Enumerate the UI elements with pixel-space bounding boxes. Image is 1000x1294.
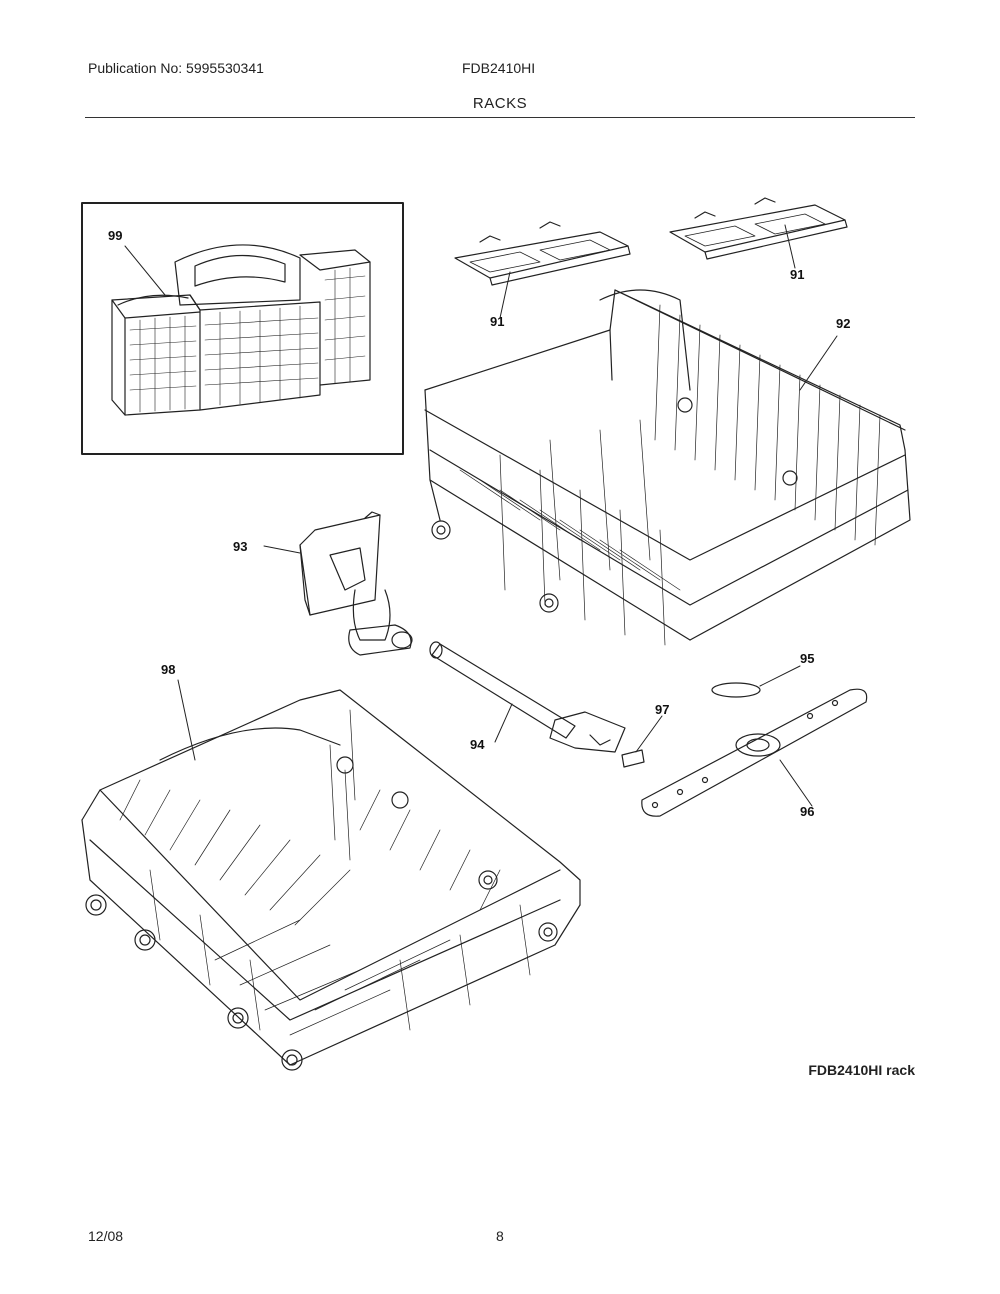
header-divider bbox=[85, 117, 915, 118]
leader-93 bbox=[263, 545, 301, 554]
retainer-clip bbox=[621, 749, 645, 768]
upper-spray-manifold bbox=[299, 511, 413, 656]
page-title: RACKS bbox=[472, 95, 528, 112]
callout-99: 99 bbox=[108, 228, 122, 243]
leader-95 bbox=[759, 665, 801, 687]
leader-96 bbox=[779, 759, 813, 807]
model-number: FDB2410HI bbox=[462, 60, 536, 76]
lower-rack bbox=[81, 689, 581, 1071]
leader-91b bbox=[784, 224, 796, 269]
silverware-basket bbox=[111, 244, 371, 416]
callout-91a: 91 bbox=[490, 314, 504, 329]
callout-91b: 91 bbox=[790, 267, 804, 282]
callout-95: 95 bbox=[800, 651, 814, 666]
callout-92: 92 bbox=[836, 316, 850, 331]
callout-97: 97 bbox=[655, 702, 669, 717]
upper-rack bbox=[424, 289, 911, 646]
leader-99 bbox=[124, 245, 166, 296]
leader-97 bbox=[635, 715, 663, 753]
callout-96: 96 bbox=[800, 804, 814, 819]
o-ring bbox=[711, 682, 761, 698]
cup-shelf-left bbox=[454, 221, 631, 286]
callout-94: 94 bbox=[470, 737, 485, 752]
footer-page-number: 8 bbox=[496, 1228, 504, 1244]
inset-frame bbox=[81, 202, 404, 455]
publication-number: Publication No: 5995530341 bbox=[88, 60, 264, 76]
leader-92 bbox=[799, 335, 838, 391]
leader-91a bbox=[499, 271, 511, 319]
callout-93: 93 bbox=[233, 539, 247, 554]
diagram-caption: FDB2410HI rack bbox=[808, 1062, 915, 1078]
callout-98: 98 bbox=[161, 662, 175, 677]
leader-98 bbox=[177, 679, 196, 761]
lower-spray-arm bbox=[641, 688, 868, 817]
spray-arm-tube bbox=[429, 641, 626, 753]
leader-94 bbox=[494, 703, 513, 743]
cup-shelf-right bbox=[669, 197, 848, 260]
footer-date: 12/08 bbox=[88, 1228, 124, 1244]
